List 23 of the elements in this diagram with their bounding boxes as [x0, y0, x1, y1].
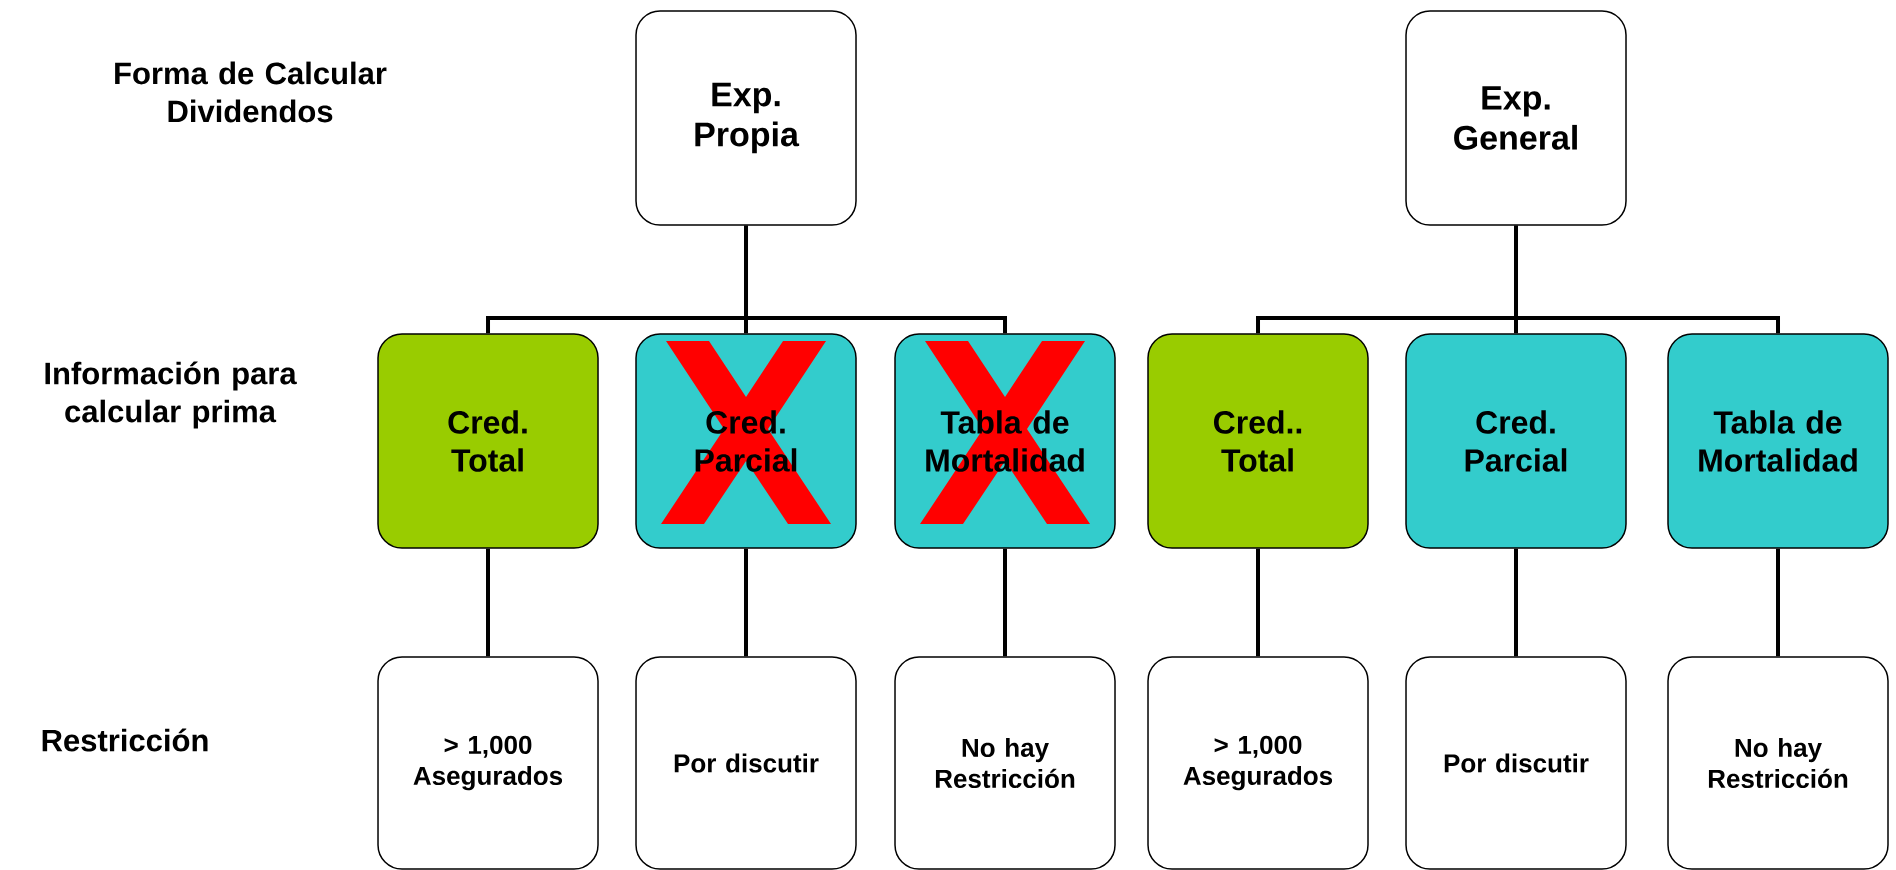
text-box: No hay Restricción: [1667, 656, 1889, 870]
connector-line: [1256, 548, 1260, 657]
category-box: Cred.. Total: [1147, 333, 1369, 549]
connector-line: [486, 548, 490, 657]
row-label: Forma de Calcular Dividendos: [115, 61, 387, 123]
connector-line: [744, 225, 1007, 334]
text-box: Por discutir: [1405, 656, 1627, 870]
row-label: Restricción: [42, 728, 208, 752]
category-box: Tabla de Mortalidad: [1667, 333, 1889, 549]
connector-line: [1514, 225, 1780, 334]
connector-line: [1514, 548, 1518, 657]
text-box: > 1,000 Asegurados: [1147, 656, 1369, 870]
text-box: Exp. General: [1405, 10, 1627, 226]
text-box: Exp. Propia: [635, 10, 857, 226]
connector-line: [1003, 548, 1007, 657]
text-box: Por discutir: [635, 656, 857, 870]
category-box: Cred. Parcial: [1405, 333, 1627, 549]
connector-line: [744, 548, 748, 657]
row-label: Información para calcular prima: [45, 361, 297, 429]
category-box: Cred. Total: [377, 333, 599, 549]
connector-line: [1776, 548, 1780, 657]
text-box: No hay Restricción: [894, 656, 1116, 870]
text-box: > 1,000 Asegurados: [377, 656, 599, 870]
